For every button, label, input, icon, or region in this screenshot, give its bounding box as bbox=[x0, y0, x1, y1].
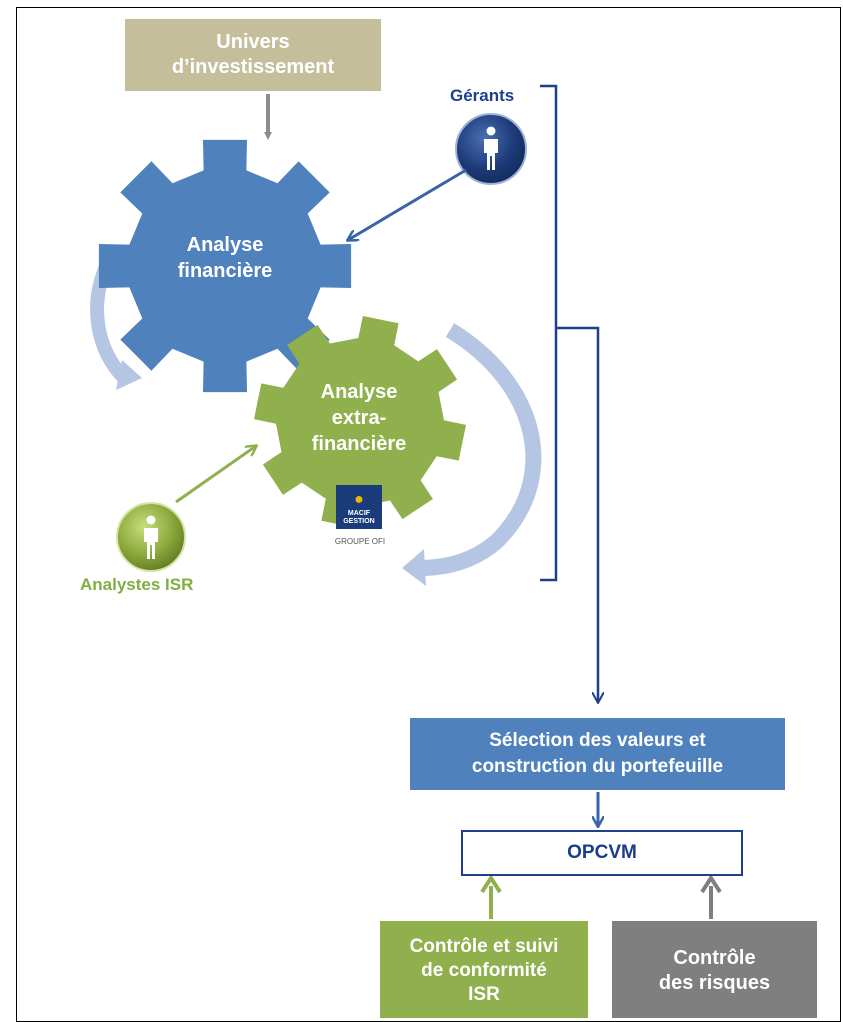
controle-isr-bg bbox=[380, 921, 588, 1018]
gear-extra-financial bbox=[254, 316, 466, 528]
cycle-arrow-left-head bbox=[116, 360, 142, 390]
controle-risques-bg bbox=[612, 921, 817, 1018]
controle-isr-box: Contrôle et suivi de conformité ISR bbox=[409, 936, 559, 1005]
bracket-connector bbox=[556, 326, 598, 702]
controle-risques-box: Contrôle des risques bbox=[658, 947, 771, 994]
gear-extra-financial-label: Analyse extra- financière bbox=[311, 381, 407, 455]
cycle-arrow-right bbox=[419, 323, 542, 576]
macif-logo-mark: ● MACIF GESTION bbox=[336, 485, 382, 529]
selection-box-bg bbox=[410, 718, 785, 790]
bracket bbox=[540, 84, 558, 582]
macif-gestion-logo: ● MACIF GESTION GROUPE OFI bbox=[330, 485, 390, 551]
univers-investissement-box: Univers d’investissement bbox=[171, 31, 335, 78]
logo-subtitle: GROUPE OFI bbox=[334, 537, 386, 546]
logo-line2: GESTION bbox=[343, 517, 375, 525]
analystes-person-icon bbox=[116, 502, 186, 572]
univers-box-bg bbox=[125, 19, 381, 91]
gerants-label: Gérants bbox=[450, 86, 515, 105]
gerants-arrow bbox=[348, 168, 467, 240]
cycle-arrow-right-head bbox=[402, 549, 426, 586]
gear2-shape bbox=[254, 316, 466, 528]
selection-box: Sélection des valeurs et construction du… bbox=[471, 730, 724, 777]
gerants-person-icon bbox=[455, 113, 527, 185]
opcvm-box: OPCVM bbox=[461, 830, 743, 876]
gear-financial bbox=[98, 139, 352, 393]
logo-line1: MACIF bbox=[347, 510, 371, 518]
analystes-label: Analystes ISR bbox=[80, 575, 194, 594]
analystes-arrow bbox=[175, 446, 256, 504]
gear1-shape bbox=[98, 139, 352, 393]
logo-swirl-icon: ● bbox=[354, 491, 364, 509]
risques-arrowhead bbox=[700, 874, 722, 894]
isr-arrowhead bbox=[480, 874, 502, 894]
gear-financial-label: Analyse financière bbox=[177, 234, 273, 282]
